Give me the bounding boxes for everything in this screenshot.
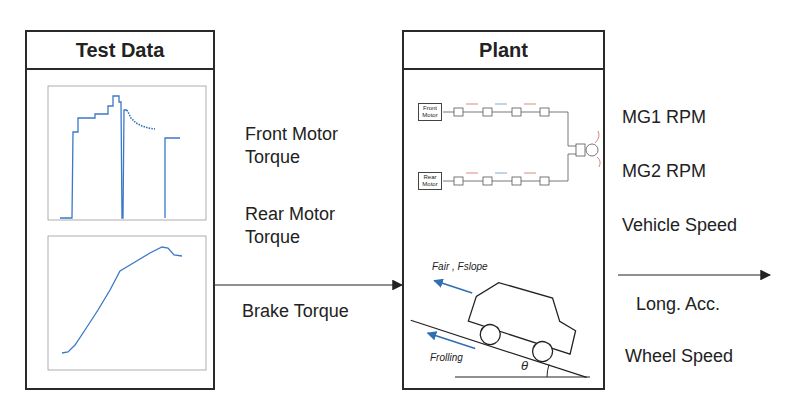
motor-label: Rear Motor — [420, 174, 440, 188]
panel-box: PlantFront MotorRear Motor — [402, 30, 605, 390]
input-signal: Front Motor Torque — [245, 123, 367, 170]
motor-box: Rear Motor — [418, 172, 442, 190]
output-arrow — [618, 274, 770, 275]
panel-box: Test Data — [25, 30, 215, 390]
output-signal: MG1 RPM — [622, 106, 792, 129]
input-signal: Rear Motor Torque — [245, 203, 367, 250]
output-signal: Vehicle Speed — [622, 214, 792, 237]
panel-heading: Test Data — [27, 32, 213, 70]
torque-plot — [48, 86, 206, 220]
signal-arrow — [215, 284, 402, 285]
output-signal: Wheel Speed — [625, 345, 795, 368]
vehicle-on-slope — [409, 258, 607, 384]
force-label: Fair , Fslope — [432, 260, 502, 273]
motor-box: Front Motor — [418, 103, 442, 121]
panel-heading: Plant — [404, 32, 603, 70]
force-label: Frolling — [430, 351, 480, 364]
angle-label: θ — [521, 358, 535, 375]
motor-label: Front Motor — [420, 105, 440, 119]
speed-plot — [48, 236, 206, 370]
input-signal: Brake Torque — [242, 300, 382, 323]
powertrain-schematic — [443, 104, 600, 185]
output-signal: Long. Acc. — [636, 293, 796, 316]
output-signal: MG2 RPM — [622, 160, 792, 183]
